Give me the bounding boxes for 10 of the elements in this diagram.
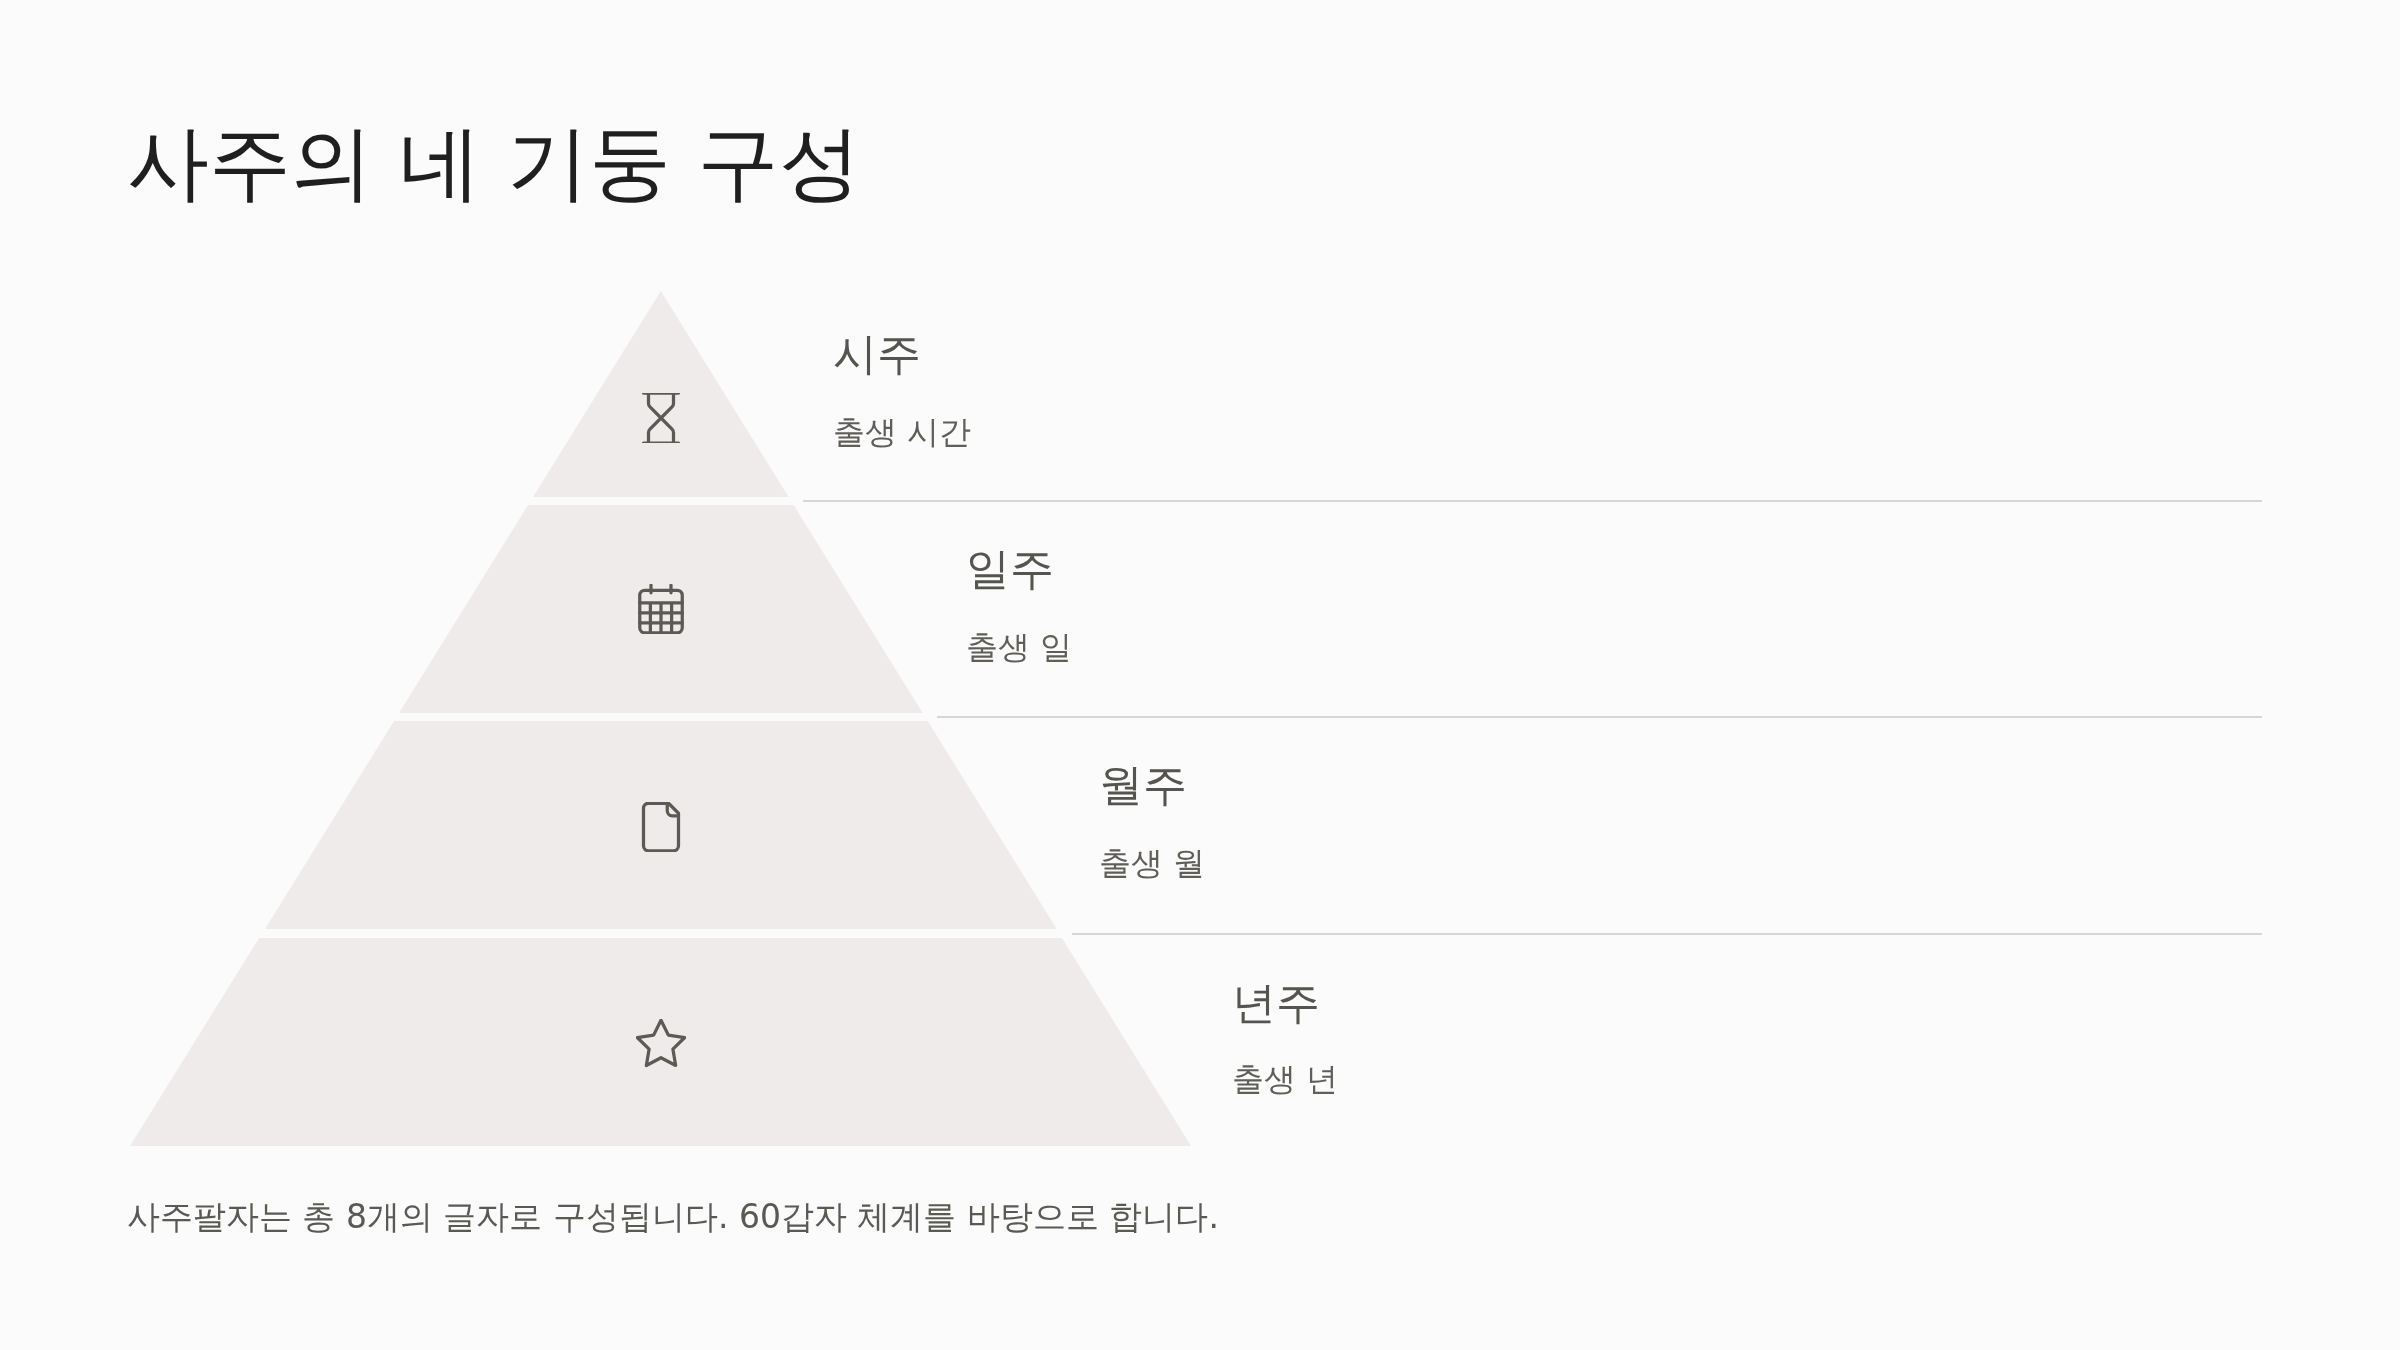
tier-heading: 년주 <box>1232 976 1320 1030</box>
tier-description: 출생 일 <box>966 627 1073 667</box>
tier-description: 출생 년 <box>1232 1059 1339 1099</box>
caption: 사주팔자는 총 8개의 글자로 구성됩니다. 60갑자 체계를 바탕으로 합니다. <box>127 1197 1219 1237</box>
tier-description: 출생 월 <box>1099 843 1206 883</box>
tier-description: 출생 시간 <box>833 412 972 452</box>
tier-heading: 월주 <box>1099 758 1187 812</box>
tier-heading: 시주 <box>833 327 921 381</box>
tier-heading: 일주 <box>966 542 1054 596</box>
title: 사주의 네 기둥 구성 <box>127 113 862 212</box>
